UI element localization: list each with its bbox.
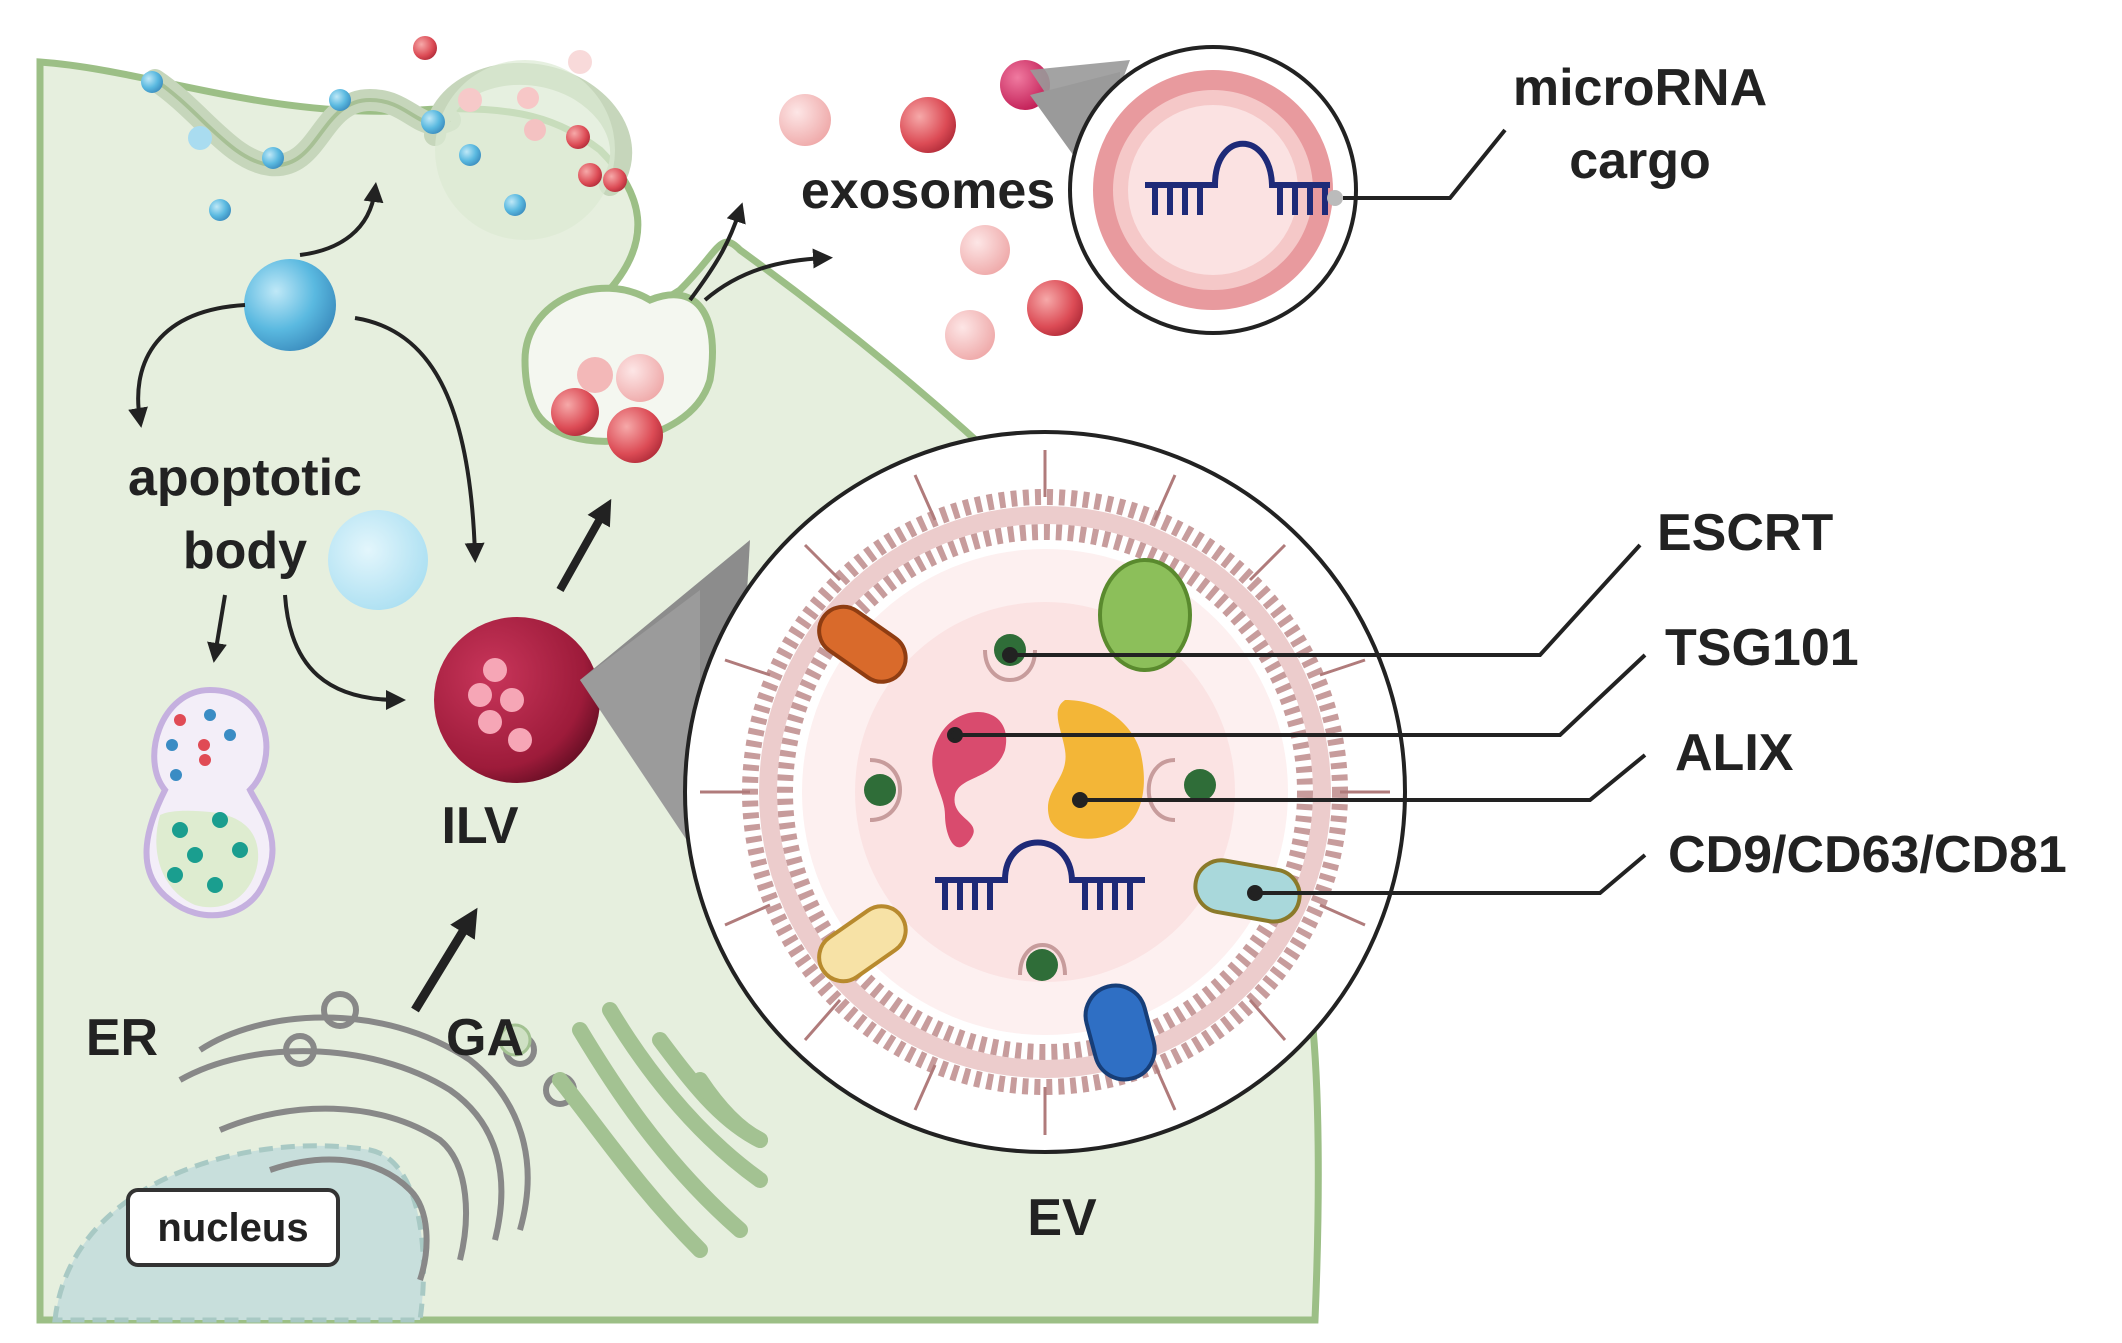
pathway-arrows [128, 182, 833, 1013]
glycan-spikes [700, 450, 1390, 1135]
arrow-icon [283, 594, 406, 710]
escrt-invaginations [864, 634, 1216, 981]
microrna-zoom [1030, 45, 1507, 335]
protein-icon [1098, 558, 1192, 672]
tsg101-protein [932, 712, 1007, 848]
endoplasmic-reticulum [178, 991, 577, 1281]
membrane-protein [262, 147, 284, 169]
exosomes-label: exosomes [801, 162, 1055, 220]
leader-lines [947, 543, 1647, 901]
protein-icon [1083, 983, 1157, 1082]
protein-icon [817, 904, 908, 984]
ilv-label: ILV [441, 797, 518, 855]
arrow-icon [556, 498, 612, 592]
microrna-label-line1: microRNA [1513, 59, 1767, 117]
nucleus-label-box [126, 1188, 340, 1267]
apoptotic-label-line2: body [183, 522, 307, 580]
arrow-icon [207, 594, 227, 663]
mirna-icon [935, 839, 1145, 910]
ev-zoom [580, 430, 1647, 1154]
ilv-vesicle [434, 617, 600, 783]
tetraspanin-label: CD9/CD63/CD81 [1668, 826, 2067, 884]
protein-icon [817, 604, 908, 684]
er-label: ER [86, 1009, 158, 1067]
alix-label: ALIX [1675, 724, 1794, 782]
membrane-protein [421, 110, 445, 134]
tsg101-label: TSG101 [1665, 619, 1859, 677]
arrow-icon [703, 248, 833, 302]
arrow-icon [128, 303, 246, 428]
ga-label: GA [446, 1009, 524, 1067]
apoptotic-body-sphere [328, 510, 428, 610]
membrane-protein [141, 71, 163, 93]
blue-vesicle [244, 259, 336, 351]
escrt-label: ESCRT [1657, 504, 1833, 562]
arrow-icon [354, 316, 485, 563]
apoptotic-body-cell [143, 686, 276, 919]
mirna-icon [1145, 140, 1330, 215]
golgi-apparatus [552, 1002, 768, 1258]
nucleus-label: nucleus [157, 1206, 308, 1250]
apoptotic-label-line1: apoptotic [128, 449, 362, 507]
arrow-icon [299, 182, 384, 257]
ev-label: EV [1027, 1189, 1097, 1247]
exocytosis-pocket [521, 284, 716, 463]
microrna-label-line2: cargo [1569, 132, 1711, 190]
arrow-icon [411, 907, 478, 1013]
nucleus: nucleus [52, 1143, 426, 1323]
membrane-protein [329, 89, 351, 111]
arrow-icon [688, 202, 746, 302]
